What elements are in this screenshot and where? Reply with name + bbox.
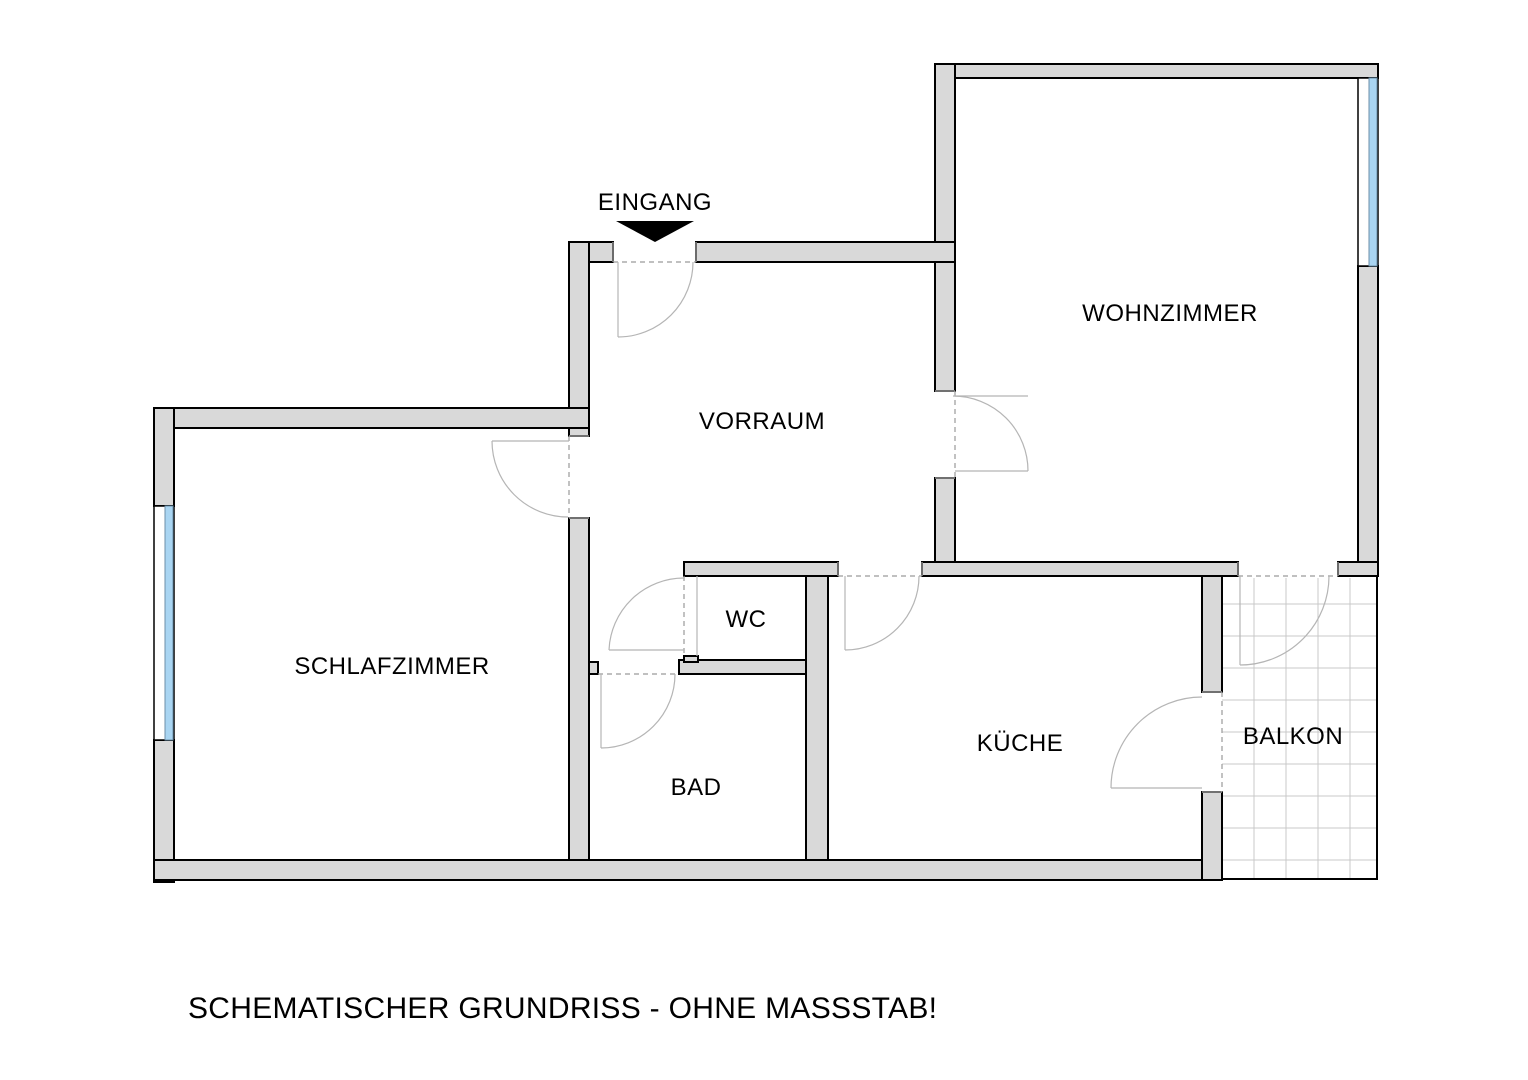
room-label-kueche: KÜCHE (977, 730, 1064, 757)
room-label-vorraum: VORRAUM (699, 408, 825, 435)
room-label-schlafzimmer: SCHLAFZIMMER (294, 653, 489, 680)
room-label-wc: WC (726, 606, 767, 633)
room-label-balkon: BALKON (1243, 723, 1343, 750)
entrance-arrow (616, 221, 694, 242)
entrance-label: EINGANG (598, 189, 712, 216)
room-label-wohnzimmer: WOHNZIMMER (1082, 300, 1258, 327)
doors (491, 242, 1339, 793)
balcony-floor-tiles (1222, 576, 1378, 880)
room-label-bad: BAD (671, 774, 722, 801)
windows (153, 77, 1379, 741)
walls (153, 63, 1379, 883)
plan-caption: SCHEMATISCHER GRUNDRISS - OHNE MASSSTAB! (188, 992, 938, 1025)
